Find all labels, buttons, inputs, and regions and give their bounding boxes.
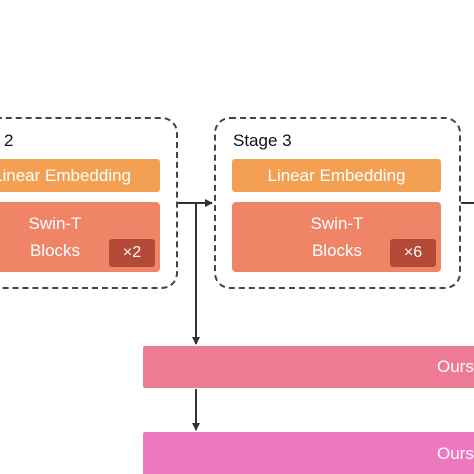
stage-2-swin-blocks: Swin-T Blocks ×2 xyxy=(0,202,160,272)
ours-bar-2: Ours xyxy=(143,432,474,474)
stage-3-swin-label-line1: Swin-T xyxy=(310,214,364,233)
stage-2-title: 2 xyxy=(4,131,14,150)
stage-2-linear-embedding-label: Linear Embedding xyxy=(0,165,131,185)
stage-2-multiplier-badge: ×2 xyxy=(109,239,155,267)
stage-3-linear-embedding-label: Linear Embedding xyxy=(267,165,406,185)
ours-bar-1: Ours xyxy=(143,346,474,388)
stage-2-linear-embedding: Linear Embedding xyxy=(0,159,160,192)
stage-3-swin-label-line2: Blocks xyxy=(311,241,363,260)
stage-2-swin-label-line2: Blocks xyxy=(29,241,81,260)
stage-3-multiplier-badge: ×6 xyxy=(390,239,436,267)
ours-bar-1-label: Ours xyxy=(437,357,474,376)
stage-2-box xyxy=(0,117,178,289)
stage-3-swin-blocks: Swin-T Blocks ×6 xyxy=(232,202,441,272)
stage-3-linear-embedding: Linear Embedding xyxy=(232,159,441,192)
stage-2-swin-label-line1: Swin-T xyxy=(28,214,82,233)
stage-3-box xyxy=(214,117,461,289)
ours-bar-2-label: Ours xyxy=(437,444,474,463)
stage-3-title: Stage 3 xyxy=(233,131,292,150)
